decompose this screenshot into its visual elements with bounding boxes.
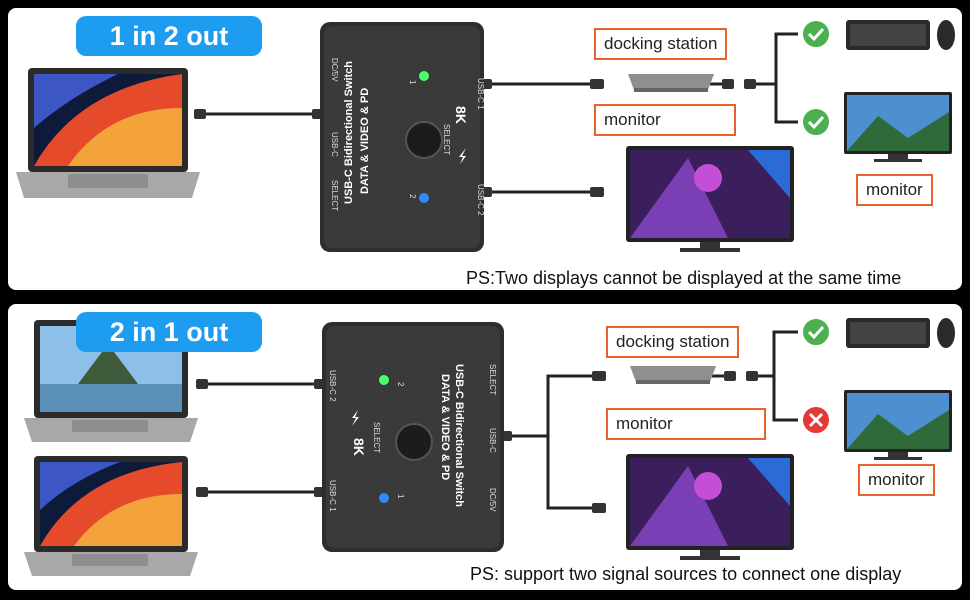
label-monitor: monitor [858, 464, 935, 496]
keyboard-icon [846, 20, 930, 50]
mouse-icon [937, 20, 955, 50]
resolution-badge: 8K [351, 438, 367, 456]
port-select-label: SELECT [330, 180, 339, 211]
device-title-line1: USB-C Bidirectional Switch [343, 61, 355, 204]
laptop-icon [24, 456, 198, 576]
led-2-label: 2 [408, 194, 417, 199]
port-usbc2-label: USB-C 2 [476, 184, 485, 216]
label-docking-station: docking station [594, 28, 728, 60]
ps-note: PS: support two signal sources to connec… [470, 564, 902, 584]
device-title-line2: DATA & VIDEO & PD [359, 88, 371, 194]
label-monitor: monitor [594, 104, 736, 136]
port-usbc-label: USB-C [488, 428, 497, 453]
port-usbc1-label: USB-C 1 [328, 480, 337, 512]
mode-title: 2 in 1 out [76, 312, 262, 352]
port-dc-label: DC/5V [330, 58, 339, 82]
check-icon [801, 107, 831, 137]
led-1-label: 1 [396, 494, 405, 499]
check-icon [801, 317, 831, 347]
check-icon [801, 19, 831, 49]
monitor-icon [626, 454, 794, 560]
panel-one-in-two-out: USB-C Bidirectional Switch DATA & VIDEO … [8, 8, 962, 290]
select-button-label: SELECT [372, 422, 381, 453]
usb-c-switch-device: USB-C Bidirectional Switch DATA & VIDEO … [320, 22, 485, 252]
monitor-icon [626, 146, 794, 252]
mode-title: 1 in 2 out [76, 16, 262, 56]
port-usbc1-label: USB-C 1 [476, 78, 485, 110]
mouse-icon [937, 318, 955, 348]
keyboard-icon [846, 318, 930, 348]
usb-c-switch-device: USB-C Bidirectional Switch DATA & VIDEO … [322, 322, 504, 552]
power-icon [352, 410, 359, 426]
monitor-icon [844, 390, 952, 460]
resolution-badge: 8K [453, 106, 469, 124]
port-dc-label: DC/5V [488, 488, 497, 512]
label-monitor: monitor [856, 174, 933, 206]
led-2-label: 2 [396, 382, 405, 387]
panel-two-in-one-out: USB-C Bidirectional Switch DATA & VIDEO … [8, 304, 962, 590]
port-usbc-label: USB-C [330, 132, 339, 157]
monitor-icon [844, 92, 952, 162]
select-button-label: SELECT [442, 124, 451, 155]
ps-note: PS:Two displays cannot be displayed at t… [466, 268, 902, 288]
port-select-label: SELECT [488, 364, 497, 395]
label-monitor: monitor [606, 408, 766, 440]
bottom-diagram: USB-C Bidirectional Switch DATA & VIDEO … [24, 317, 955, 576]
docking-station-icon [628, 74, 714, 92]
power-icon [459, 148, 466, 164]
cross-icon [801, 405, 831, 435]
top-diagram: USB-C Bidirectional Switch DATA & VIDEO … [16, 19, 955, 252]
laptop-icon [16, 68, 200, 198]
docking-station-icon [630, 366, 716, 384]
led-1-label: 1 [408, 80, 417, 85]
device-title-line1: USB-C Bidirectional Switch [453, 364, 465, 507]
device-title-line2: DATA & VIDEO & PD [439, 374, 451, 480]
label-docking-station: docking station [606, 326, 740, 358]
port-usbc2-label: USB-C 2 [328, 370, 337, 402]
